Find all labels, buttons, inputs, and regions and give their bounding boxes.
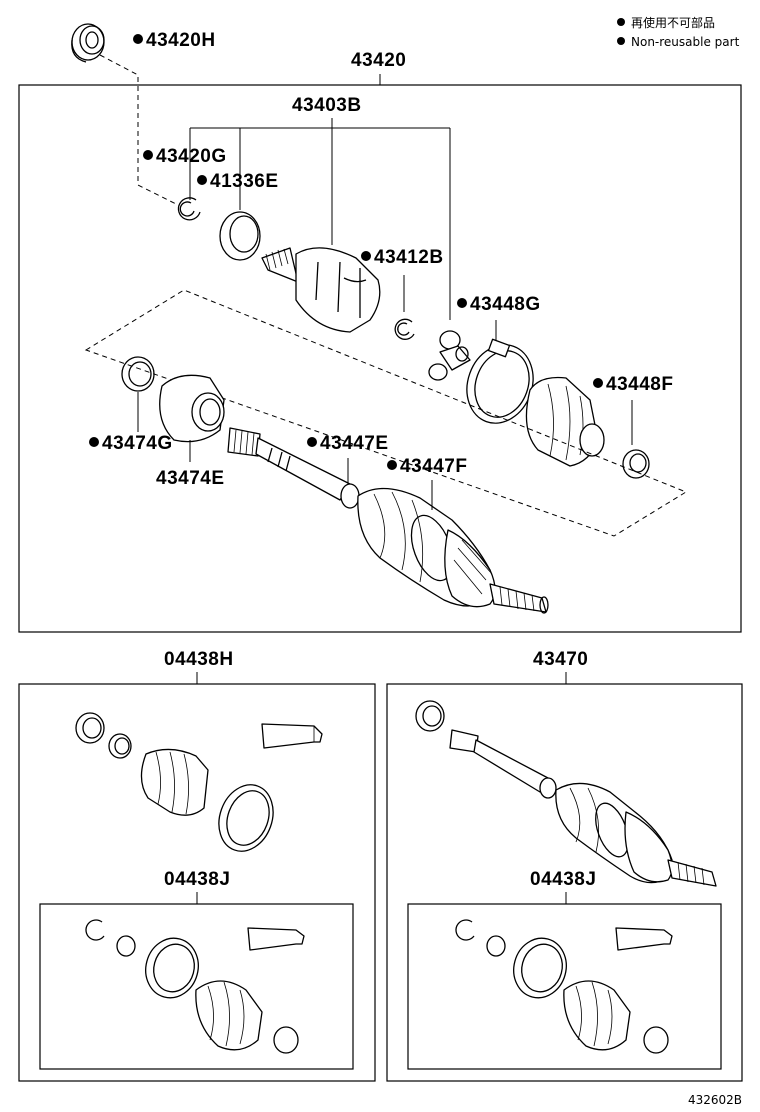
- legend-text-en: Non-reusable part: [631, 35, 740, 49]
- part-41336E-ring: [219, 211, 261, 261]
- label-41336E: 41336E: [210, 171, 279, 192]
- bullet-43447F: [387, 460, 397, 470]
- part-inner-boot: [525, 376, 605, 467]
- part-43412B-snap-ring: [394, 318, 415, 340]
- bullet-41336E: [197, 175, 207, 185]
- legend-dot-2: [617, 37, 625, 45]
- label-43447E: 43447E: [320, 433, 389, 454]
- diagram-id: 432602B: [688, 1093, 742, 1107]
- label-43420: 43420: [351, 50, 406, 71]
- kit-04438J-left-parts: [85, 919, 305, 1054]
- label-43412B: 43412B: [374, 247, 444, 268]
- legend-dot-1: [617, 18, 625, 26]
- label-43448F: 43448F: [606, 374, 673, 395]
- bullet-43420G: [143, 150, 153, 160]
- part-shaft-assembly: [227, 427, 549, 614]
- bullet-43448F: [593, 378, 603, 388]
- part-43474G-clamp: [121, 356, 155, 392]
- label-43447F: 43447F: [400, 456, 467, 477]
- label-43420G: 43420G: [156, 146, 227, 167]
- label-04438H: 04438H: [164, 649, 234, 670]
- kit-box-04438J-right: [407, 903, 722, 1070]
- part-43420G-circlip: [177, 197, 201, 221]
- part-43448F-clamp: [622, 449, 650, 479]
- kit-outline-dashed: [84, 289, 688, 537]
- label-04438J-right: 04438J: [530, 869, 596, 890]
- bullet-43412B: [361, 251, 371, 261]
- kit-box-04438H: [18, 683, 376, 1082]
- part-tripod: [428, 330, 471, 381]
- bullet-43474G: [89, 437, 99, 447]
- part-43403B-housing: [261, 247, 381, 333]
- part-43420H-seal: [71, 23, 105, 63]
- assembly-box-43420: [18, 84, 742, 633]
- label-43470: 43470: [533, 649, 588, 670]
- kit-04438H-parts: [75, 712, 323, 852]
- part-43470-shaft: [415, 700, 717, 887]
- assembly-box-43470: [386, 683, 743, 1082]
- label-04438J-left: 04438J: [164, 869, 230, 890]
- label-43403B: 43403B: [292, 95, 362, 116]
- bullet-43447E: [307, 437, 317, 447]
- label-43448G: 43448G: [470, 294, 541, 315]
- part-43474E-boot: [159, 374, 225, 443]
- kit-04438J-right-parts: [455, 919, 673, 1054]
- legend-text-jp: 再使用不可部品: [631, 15, 715, 30]
- label-43474E: 43474E: [156, 468, 225, 489]
- bullet-43448G: [457, 298, 467, 308]
- bullet-43420H: [133, 34, 143, 44]
- legend: 再使用不可部品 Non-reusable part: [617, 15, 740, 49]
- kit-box-04438J-left: [39, 903, 354, 1070]
- label-43420H: 43420H: [146, 30, 216, 51]
- label-43474G: 43474G: [102, 433, 173, 454]
